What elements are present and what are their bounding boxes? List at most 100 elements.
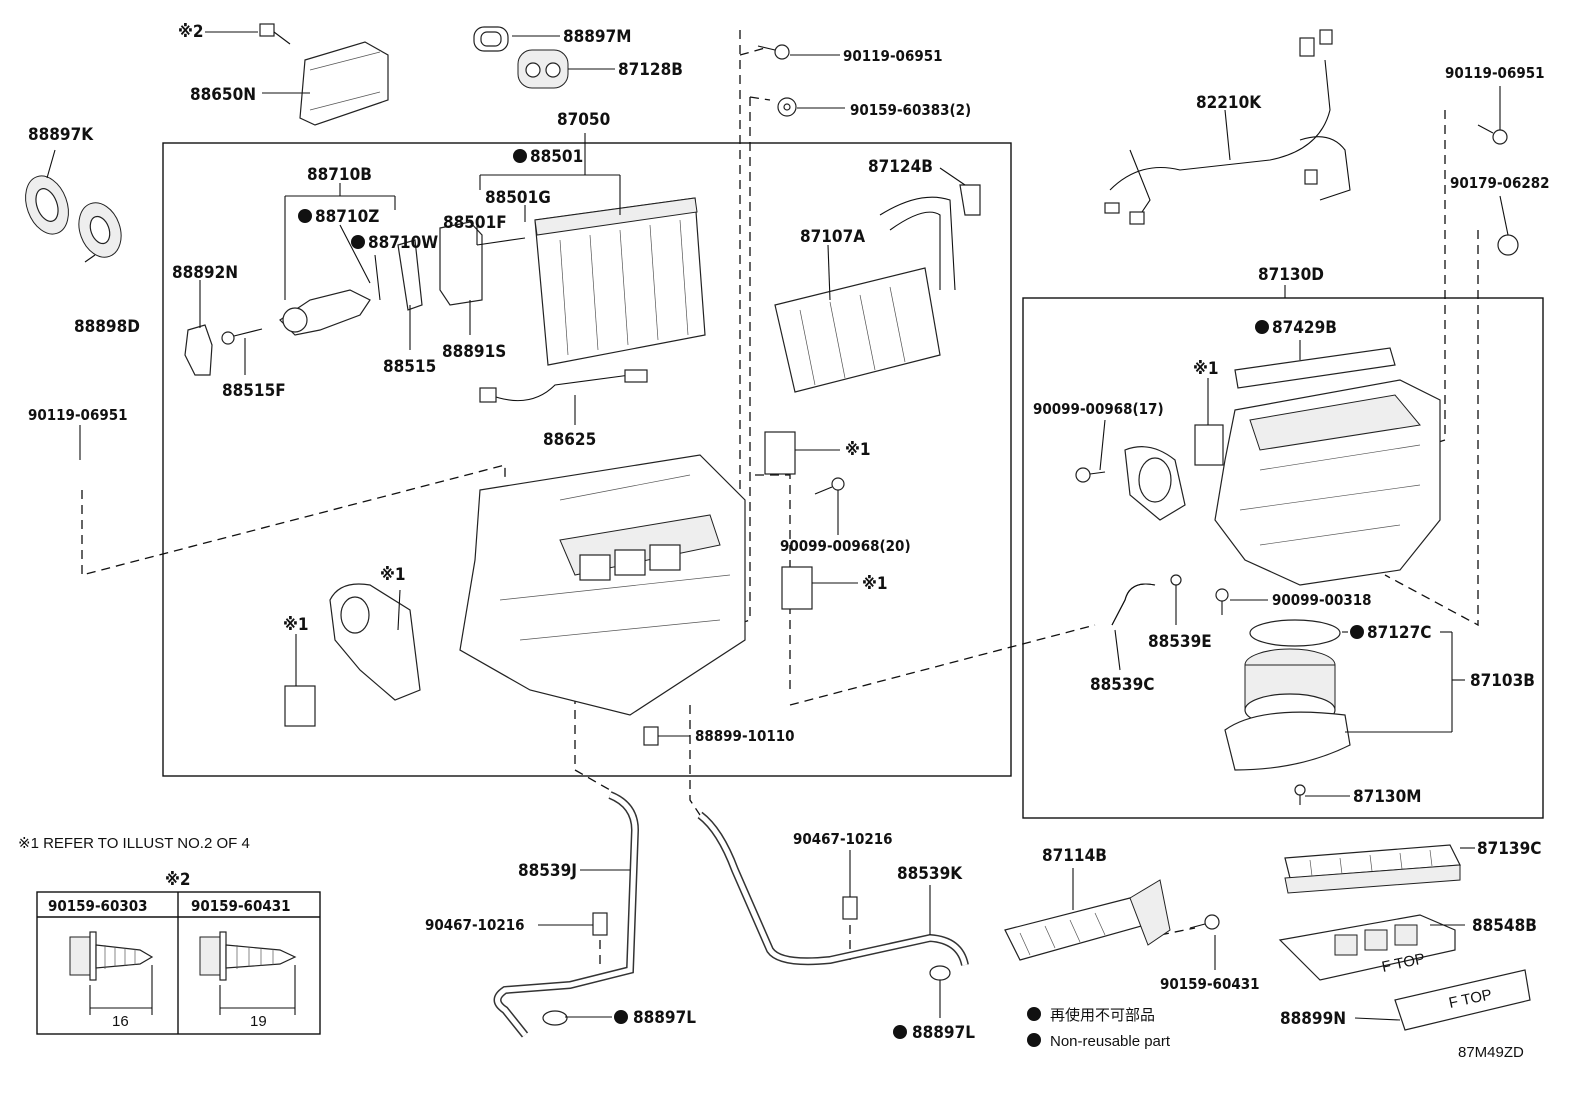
label-star1-e: ※1 bbox=[1193, 359, 1219, 379]
blower-motor-87103B bbox=[1224, 648, 1351, 771]
label-87139C: 87139C bbox=[1477, 839, 1541, 859]
main-unit-frame bbox=[162, 142, 1012, 777]
non-reusable-mark bbox=[614, 1010, 628, 1024]
bracket-87124B bbox=[959, 184, 981, 216]
filter-case-88548B bbox=[1278, 914, 1456, 981]
label-88897L-mid: 88897L bbox=[912, 1023, 975, 1043]
label-87127C: 87127C bbox=[1367, 623, 1431, 643]
label-88539J: 88539J bbox=[518, 861, 577, 881]
label-90119-06951-top: 90119-06951 bbox=[843, 47, 943, 65]
screw-dim-2: 19 bbox=[250, 1013, 267, 1030]
label-87128B: 87128B bbox=[618, 60, 683, 80]
non-reusable-mark bbox=[1350, 625, 1364, 639]
label-88625: 88625 bbox=[543, 430, 596, 450]
legend-jp: 再使用不可部品 bbox=[1050, 1007, 1155, 1024]
label-87103B: 87103B bbox=[1470, 671, 1535, 691]
non-reusable-mark bbox=[893, 1025, 907, 1039]
sensor-88891S bbox=[439, 221, 483, 306]
servo-small bbox=[781, 566, 813, 610]
label-87114B: 87114B bbox=[1042, 846, 1107, 866]
servo-small bbox=[764, 431, 796, 475]
gasket-88897M bbox=[473, 26, 509, 52]
guide-line bbox=[789, 624, 1096, 706]
screw-icon bbox=[1215, 588, 1229, 615]
label-88501F: 88501F bbox=[443, 213, 507, 233]
screw-table-col2: 90159-60431 bbox=[191, 897, 291, 915]
label-88515: 88515 bbox=[383, 357, 436, 377]
label-90159-60383: 90159-60383(2) bbox=[850, 101, 971, 119]
screw-90159-60303-icon bbox=[69, 931, 154, 1015]
bracket-88892N bbox=[184, 324, 213, 376]
label-90159-60431: 90159-60431 bbox=[1160, 975, 1260, 993]
screw-icon bbox=[1075, 467, 1106, 483]
guide-line bbox=[81, 464, 506, 576]
screw-table-col1: 90159-60303 bbox=[48, 897, 148, 915]
label-90099-00968-20: 90099-00968(20) bbox=[780, 537, 911, 555]
hose-88539C bbox=[1111, 583, 1156, 626]
label-88710Z: 88710Z bbox=[315, 207, 379, 227]
seal-88897K bbox=[25, 175, 69, 235]
label-88899-10110: 88899-10110 bbox=[695, 727, 795, 745]
label-88710W: 88710W bbox=[368, 233, 438, 253]
ptc-heater-87114B bbox=[1004, 879, 1171, 961]
label-90179-06282: 90179-06282 bbox=[1450, 174, 1550, 192]
label-88548B: 88548B bbox=[1472, 916, 1537, 936]
grommet-88897L bbox=[929, 965, 951, 981]
label-88539E: 88539E bbox=[1148, 632, 1212, 652]
screw-90159-60431-icon bbox=[199, 931, 297, 1015]
sensor-88625 bbox=[479, 369, 648, 403]
screw-table-header: ※2 bbox=[165, 870, 191, 890]
guide-line bbox=[749, 96, 771, 101]
label-87429B: 87429B bbox=[1272, 318, 1337, 338]
guide-line bbox=[755, 474, 791, 690]
label-87050: 87050 bbox=[557, 110, 610, 130]
legend-en: Non-reusable part bbox=[1050, 1033, 1171, 1050]
expansion-valve-88710B bbox=[279, 289, 371, 336]
actuator-left bbox=[329, 583, 421, 701]
guide-line bbox=[739, 47, 766, 56]
nut-icon bbox=[1497, 234, 1519, 256]
label-90119-06951-right: 90119-06951 bbox=[1445, 64, 1545, 82]
non-reusable-mark bbox=[351, 235, 365, 249]
actuator-right bbox=[1124, 446, 1186, 521]
screw-icon bbox=[1189, 914, 1220, 930]
bolt-88515F bbox=[221, 328, 263, 345]
guide-line bbox=[689, 705, 701, 816]
heater-core-87107A bbox=[774, 196, 956, 393]
gasket-87128B bbox=[517, 49, 569, 89]
guide-line bbox=[1384, 230, 1479, 627]
label-90467-10216-left: 90467-10216 bbox=[425, 916, 525, 934]
label-star1-a: ※1 bbox=[845, 440, 871, 460]
label-88897M: 88897M bbox=[563, 27, 631, 47]
label-star1-c: ※1 bbox=[380, 565, 406, 585]
clip-icon bbox=[592, 912, 608, 936]
non-reusable-mark bbox=[513, 149, 527, 163]
blower-unit-frame bbox=[1022, 297, 1544, 819]
non-reusable-mark bbox=[1027, 1007, 1041, 1021]
screw-icon bbox=[757, 44, 790, 60]
seal-88898D bbox=[78, 202, 122, 258]
label-87130M: 87130M bbox=[1353, 787, 1421, 807]
screw-icon bbox=[814, 477, 845, 495]
servo-small bbox=[1194, 424, 1224, 466]
guide-line bbox=[1159, 927, 1196, 936]
screw-icon bbox=[1294, 784, 1306, 805]
figure-code: 87M49ZD bbox=[1458, 1044, 1524, 1061]
hose-88539J bbox=[493, 791, 640, 1038]
label-87107A: 87107A bbox=[800, 227, 865, 247]
filter-cover-88899N bbox=[1394, 969, 1531, 1031]
bracket-88650N bbox=[299, 41, 389, 126]
screw-table: ※2 90159-60303 90159-60431 16 bbox=[36, 870, 321, 1035]
label-88539C: 88539C bbox=[1090, 675, 1154, 695]
refer-note: ※1 REFER TO ILLUST NO.2 OF 4 bbox=[18, 835, 250, 852]
label-87130D: 87130D bbox=[1258, 265, 1324, 285]
label-88897K: 88897K bbox=[28, 125, 94, 145]
non-reusable-markers bbox=[298, 149, 1364, 1047]
servo-small bbox=[284, 685, 316, 727]
clip-icon bbox=[842, 896, 858, 920]
bracket-88515 bbox=[397, 239, 423, 311]
label-star1-b: ※1 bbox=[862, 574, 888, 594]
label-star1-d: ※1 bbox=[283, 615, 309, 635]
non-reusable-mark bbox=[298, 209, 312, 223]
